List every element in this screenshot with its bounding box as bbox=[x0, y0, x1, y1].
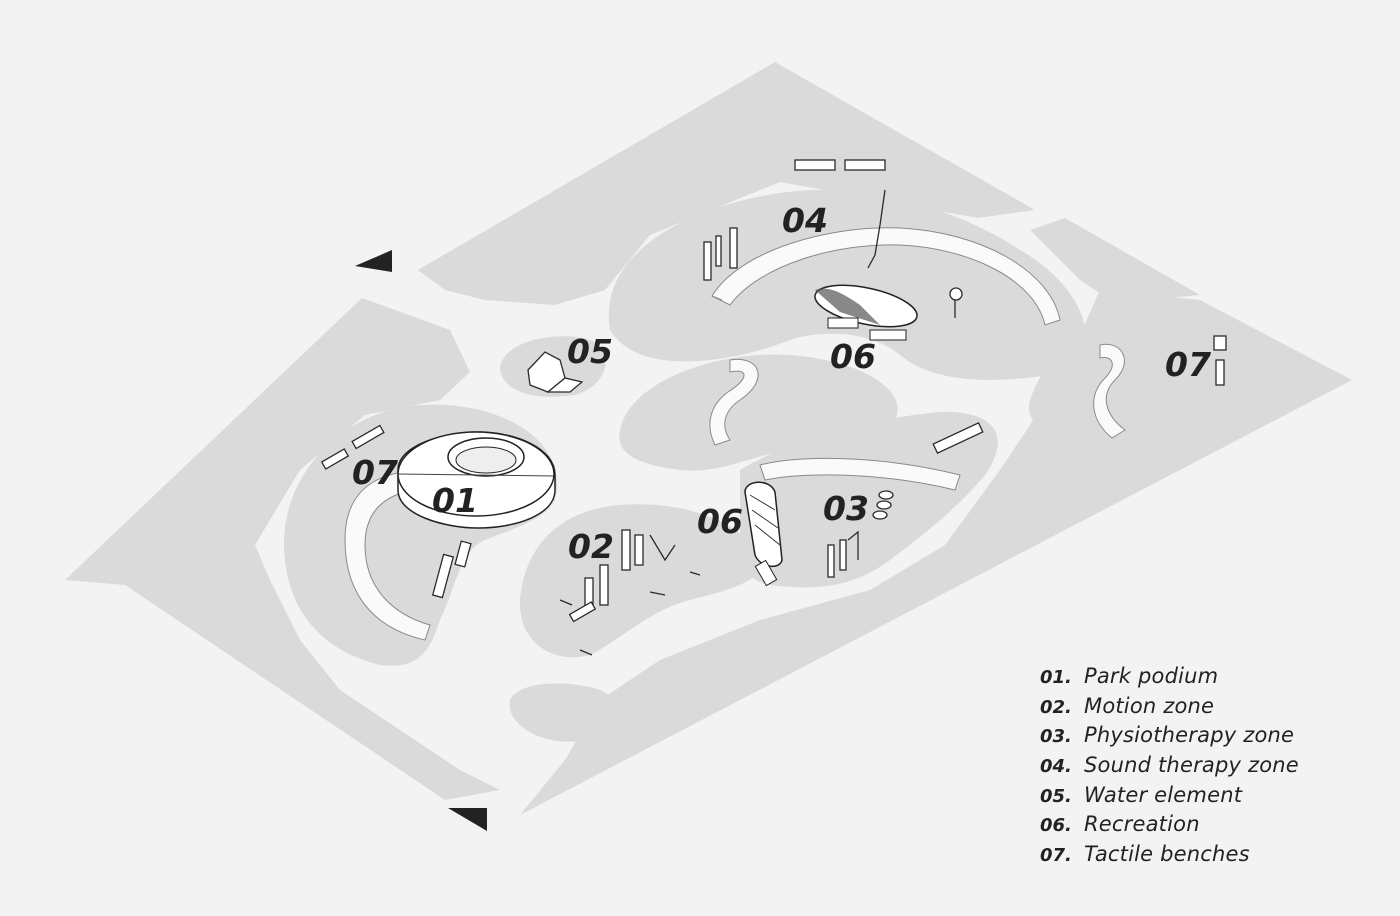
south-island bbox=[509, 683, 615, 742]
legend-number: 01. bbox=[1040, 667, 1072, 688]
zone-label-01: 01 bbox=[432, 481, 478, 520]
legend-number: 07. bbox=[1040, 845, 1072, 867]
legend-item: 05. Water element bbox=[1040, 781, 1299, 811]
water-element-05 bbox=[527, 351, 584, 393]
legend: 01. Park podium 02. Motion zone 03. Physiot… bbox=[1040, 662, 1299, 870]
strip-center bbox=[709, 358, 759, 446]
legend-label: Park podium bbox=[1084, 664, 1219, 688]
entrance-arrow-south bbox=[448, 808, 487, 831]
motion-equipment-02 bbox=[559, 529, 701, 656]
legend-label: Sound therapy zone bbox=[1084, 753, 1299, 778]
north-lawn bbox=[418, 62, 1035, 305]
zone-label-04: 04 bbox=[782, 201, 828, 240]
site-features bbox=[320, 159, 1227, 656]
legend-number: 06. bbox=[1040, 815, 1072, 837]
zone-label-06-mid: 06 bbox=[697, 502, 743, 541]
strip-zone-07-east bbox=[1093, 343, 1126, 439]
zone-label-07-east: 07 bbox=[1165, 345, 1211, 384]
zone-02-island bbox=[519, 504, 762, 658]
bench-strips bbox=[344, 227, 1126, 641]
tactile-benches-07-west bbox=[320, 424, 472, 599]
legend-number: 05. bbox=[1040, 785, 1072, 807]
legend-label: Tactile benches bbox=[1084, 842, 1250, 867]
zone-label-02: 02 bbox=[568, 527, 614, 566]
legend-label: Recreation bbox=[1084, 812, 1200, 837]
legend-label: Water element bbox=[1084, 782, 1243, 807]
zone-03-island bbox=[738, 411, 998, 588]
legend-item: 07. Tactile benches bbox=[1040, 840, 1299, 870]
south-lawn bbox=[125, 545, 500, 800]
strip-zone-01 bbox=[344, 469, 431, 641]
legend-item: 06. Recreation bbox=[1040, 810, 1299, 840]
zone-label-05: 05 bbox=[567, 332, 613, 371]
podium-01 bbox=[397, 431, 556, 529]
zone-label-06-top: 06 bbox=[830, 337, 876, 376]
east-lawn bbox=[1030, 218, 1200, 300]
legend-item: 03. Physiotherapy zone bbox=[1040, 721, 1299, 751]
entry-benches bbox=[794, 159, 886, 171]
west-lawn bbox=[65, 298, 470, 585]
strip-zone-04 bbox=[711, 227, 1061, 326]
legend-item: 02. Motion zone bbox=[1040, 692, 1299, 722]
strip-zone-03 bbox=[759, 457, 961, 491]
recreation-canopy-06-mid bbox=[744, 481, 783, 587]
legend-label: Motion zone bbox=[1084, 693, 1215, 718]
zone-label-07-west: 07 bbox=[352, 453, 398, 492]
legend-label: Physiotherapy zone bbox=[1084, 723, 1295, 748]
legend-number: 02. bbox=[1040, 696, 1072, 718]
sound-equipment-04 bbox=[703, 189, 963, 318]
physio-equipment-03 bbox=[827, 422, 984, 578]
legend-number: 03. bbox=[1040, 726, 1072, 748]
legend-item: 01. Park podium bbox=[1040, 662, 1299, 692]
tactile-benches-07-east bbox=[1213, 335, 1227, 386]
recreation-canopy-06-top bbox=[814, 284, 918, 341]
entrance-arrow-north bbox=[355, 250, 392, 272]
zone-label-03: 03 bbox=[823, 489, 869, 528]
legend-item: 04. Sound therapy zone bbox=[1040, 751, 1299, 781]
legend-number: 04. bbox=[1040, 756, 1072, 778]
